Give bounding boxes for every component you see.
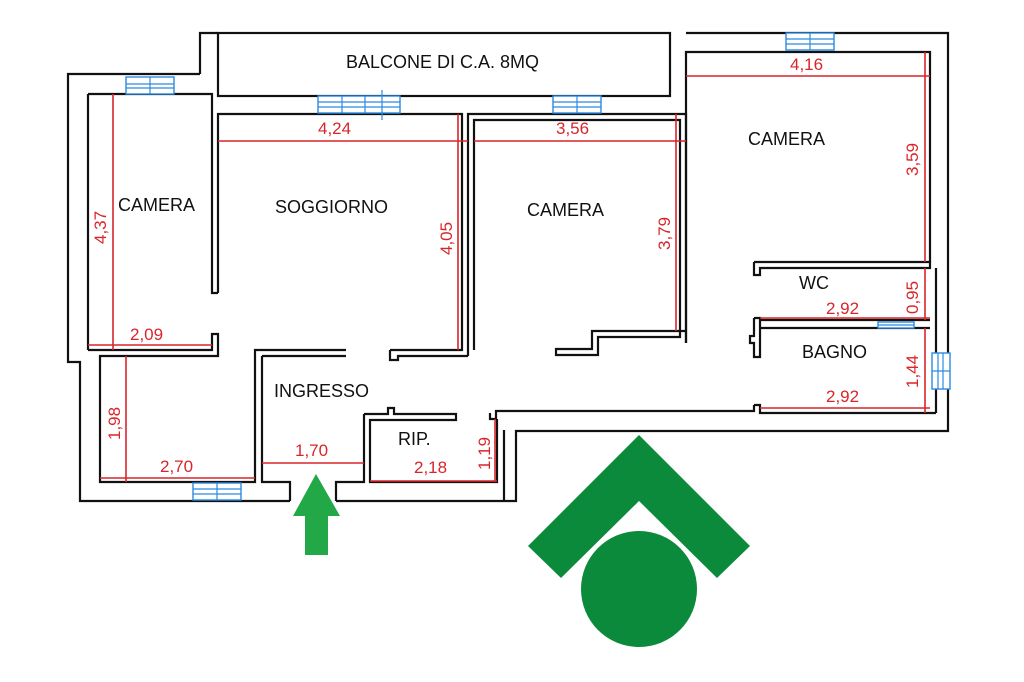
ripostiglio-walls	[334, 406, 506, 501]
room-label-camera-right: CAMERA	[748, 129, 825, 149]
room-label-bagno: BAGNO	[802, 342, 867, 362]
room-label-ripostiglio: RIP.	[398, 429, 431, 449]
window-soggiorno	[317, 90, 401, 120]
window-camera-left	[125, 76, 175, 95]
dim-soggiorno-width: 4,24	[318, 119, 351, 138]
room-label-camera-center: CAMERA	[527, 200, 604, 220]
dim-camera-left-width: 2,09	[130, 325, 163, 344]
window-bottom-left	[192, 482, 242, 501]
dimension-lines	[88, 52, 930, 482]
logo-circle-icon	[581, 531, 697, 647]
room-label-wc: WC	[799, 273, 829, 293]
camera-center-walls	[466, 112, 688, 357]
dim-camera-right-width: 4,16	[790, 55, 823, 74]
window-wc	[877, 321, 915, 329]
dim-camera-center-depth: 3,79	[655, 217, 674, 250]
dim-camera-center-width: 3,56	[556, 119, 589, 138]
room-label-ingresso: INGRESSO	[274, 381, 369, 401]
dim-rip-width: 2,18	[414, 458, 447, 477]
dim-ingresso-width: 1,70	[295, 441, 328, 460]
balcony-outline	[216, 31, 672, 98]
dim-bottom-left-width: 2,70	[160, 457, 193, 476]
dim-camera-right-depth: 3,59	[903, 143, 922, 176]
entry-arrow-icon	[293, 474, 340, 555]
room-label-camera-left: CAMERA	[118, 195, 195, 215]
window-camera-center	[552, 95, 602, 114]
dim-camera-left-depth: 4,37	[91, 211, 110, 244]
dim-bagno-width: 2,92	[826, 387, 859, 406]
soggiorno-walls	[88, 112, 468, 501]
logo-roof-icon	[528, 435, 750, 578]
dim-wc-depth: 0,95	[903, 281, 922, 314]
room-label-balcone: BALCONE DI C.A. 8MQ	[346, 52, 539, 72]
dim-soggiorno-depth: 4,05	[437, 222, 456, 255]
dim-bagno-depth: 1,44	[903, 355, 922, 388]
dim-rip-depth: 1,19	[475, 437, 494, 470]
window-bagno	[931, 352, 951, 390]
agency-logo	[528, 435, 750, 647]
room-label-soggiorno: SOGGIORNO	[275, 197, 388, 217]
window-camera-right	[785, 32, 835, 51]
dim-bottom-left-depth: 1,98	[105, 407, 124, 440]
dim-wc-width: 2,92	[826, 299, 859, 318]
